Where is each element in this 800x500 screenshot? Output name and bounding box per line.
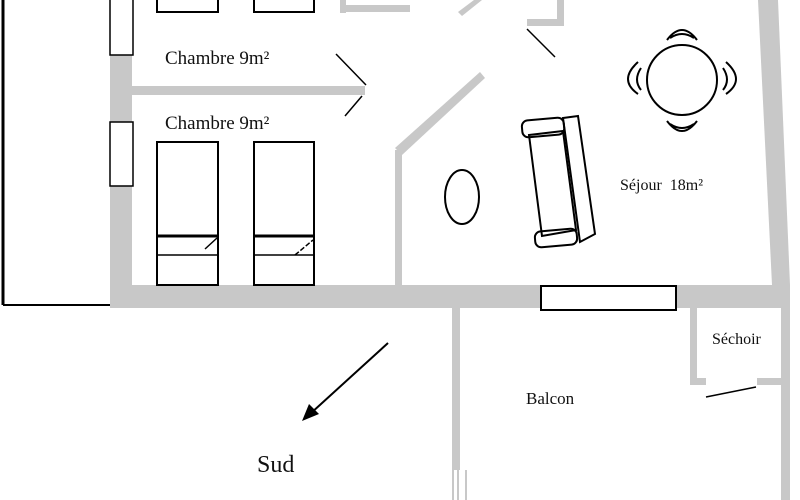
coffee-table	[444, 169, 480, 225]
room-label-chambre-2: Chambre 9m²	[165, 113, 270, 134]
walls	[110, 0, 790, 500]
room-label-chambre-1: Chambre 9m²	[165, 48, 270, 69]
room-label-sechoir: Séchoir	[712, 331, 762, 348]
orientation-label: Sud	[257, 452, 294, 478]
doors	[335, 28, 757, 398]
outer-outline	[1, 0, 110, 306]
bed-1	[156, 141, 219, 286]
beds-top	[156, 0, 315, 13]
sofa	[520, 114, 597, 249]
room-label-balcon: Balcon	[526, 389, 575, 408]
south-arrow-icon	[302, 342, 389, 421]
room-label-sejour: Séjour 18m²	[620, 177, 703, 194]
dining-table	[627, 29, 737, 132]
windows	[109, 0, 677, 311]
bed-2	[253, 141, 315, 286]
